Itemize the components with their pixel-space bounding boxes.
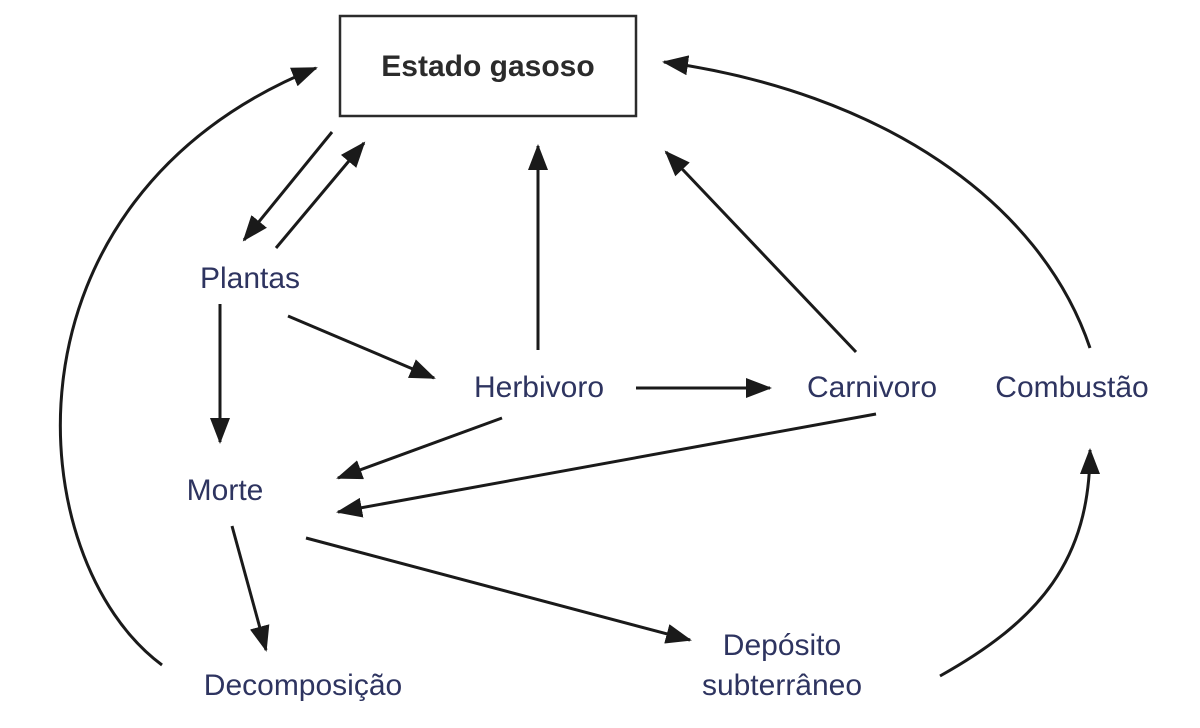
combustao-label: Combustão — [995, 371, 1148, 404]
arrow-decomposicao-to-estado-gasoso — [58, 66, 318, 667]
decomposicao-label: Decomposição — [204, 669, 402, 702]
arrow-carnivoro-to-morte — [336, 412, 877, 518]
carnivoro-label: Carnivoro — [807, 371, 937, 404]
estado-gasoso-label: Estado gasoso — [381, 50, 594, 83]
arrow-plantas-to-herbivoro — [287, 314, 436, 380]
arrow-morte-to-deposito — [305, 536, 692, 644]
arrow-plantas-to-estado-gasoso — [274, 141, 366, 249]
arrow-deposito-to-combustao — [939, 448, 1100, 678]
deposito-label-line1: Depósito — [723, 629, 841, 662]
morte-label: Morte — [187, 474, 264, 507]
plantas-label: Plantas — [200, 262, 300, 295]
herbivoro-label: Herbivoro — [474, 371, 604, 404]
node-estado-gasoso: Estado gasoso — [338, 14, 638, 118]
deposito-label-line2: subterrâneo — [702, 669, 862, 702]
arrow-carnivoro-to-estado-gasoso — [664, 150, 858, 354]
estado-gasoso-box — [338, 14, 638, 118]
arrow-herbivoro-to-morte — [336, 416, 503, 480]
arrow-combustao-to-estado-gasoso — [662, 55, 1092, 349]
arrow-morte-to-decomposicao — [230, 525, 270, 652]
arrow-estado-gasoso-to-plantas — [242, 131, 334, 242]
